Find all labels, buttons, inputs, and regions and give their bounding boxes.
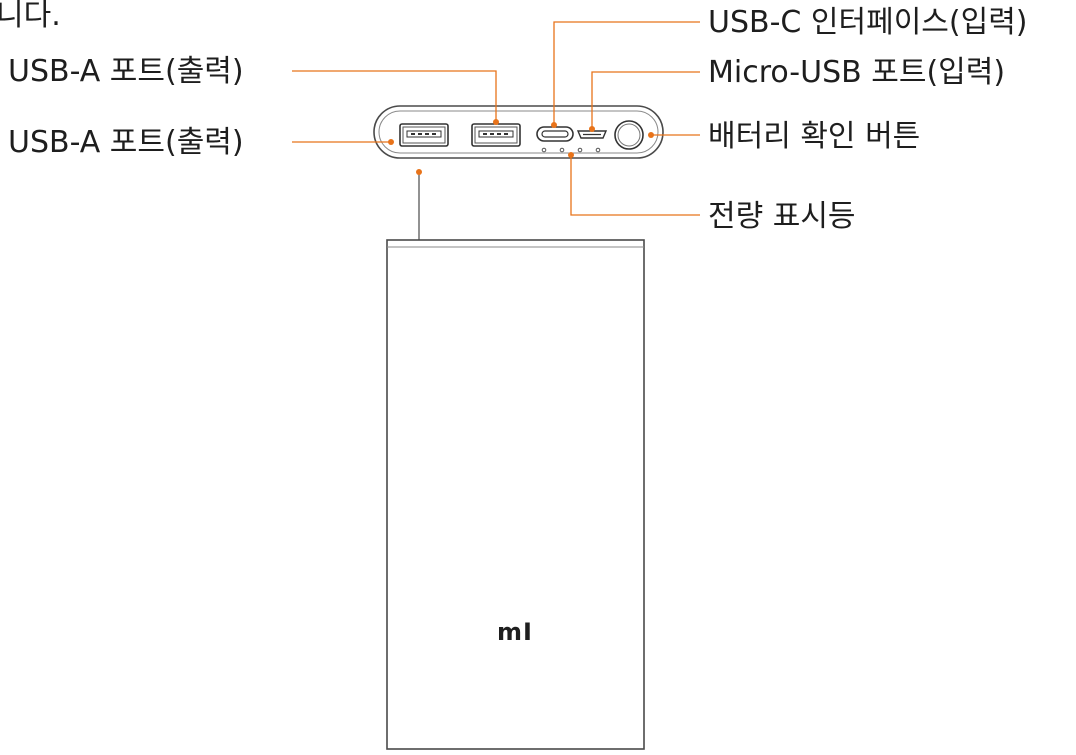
- power-bank-top-view: [373, 105, 664, 159]
- indicator-leds: [541, 147, 601, 153]
- mi-logo: mI: [497, 618, 533, 646]
- label-battery-button: 배터리 확인 버튼: [708, 119, 920, 154]
- dot-usb-a-top: [493, 119, 499, 125]
- label-usb-a-bottom: USB-A 포트(출력): [8, 125, 244, 160]
- leader-indicator: [570, 155, 700, 216]
- label-micro-usb: Micro-USB 포트(입력): [708, 55, 1005, 90]
- battery-check-button: [614, 120, 644, 150]
- dot-battery-button: [648, 132, 654, 138]
- usb-a-port-2: [471, 123, 521, 147]
- usb-c-port: [536, 126, 574, 142]
- leader-usb-a-top: [292, 70, 497, 124]
- dot-usb-a-bottom: [388, 139, 394, 145]
- power-bank-front-view: mI: [386, 239, 645, 750]
- dot-indicator: [568, 152, 574, 158]
- usb-a-port-1: [399, 123, 449, 147]
- label-indicator: 전량 표시등: [708, 199, 856, 234]
- label-usb-a-top: USB-A 포트(출력): [8, 54, 244, 89]
- leader-micro-usb: [591, 71, 700, 131]
- dot-micro-usb: [589, 126, 595, 132]
- power-bank-front-outline: [386, 239, 645, 750]
- label-usb-c: USB-C 인터페이스(입력): [708, 5, 1028, 40]
- leader-usb-c: [553, 21, 700, 127]
- intro-text-fragment: 니다.: [0, 0, 61, 33]
- leader-lines: [292, 21, 700, 216]
- dot-usb-c: [551, 122, 557, 128]
- leader-dots: [388, 119, 654, 175]
- power-bank-top-inner-outline: [378, 110, 659, 154]
- micro-usb-port: [576, 130, 608, 139]
- dot-view-connector: [416, 169, 422, 175]
